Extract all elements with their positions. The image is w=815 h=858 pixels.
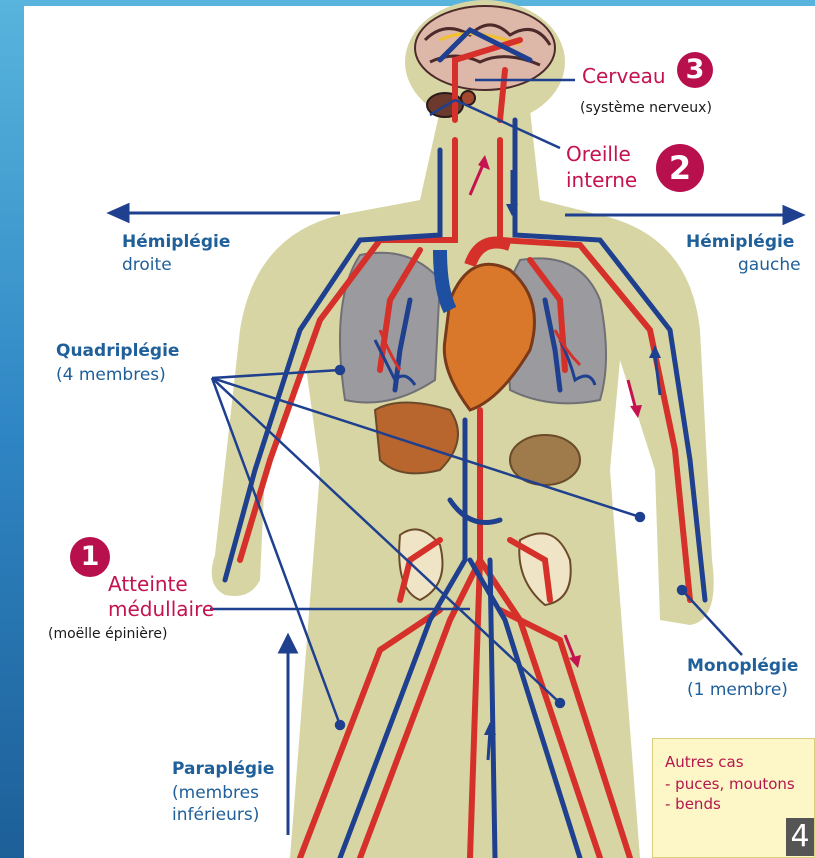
label-hemiplegia-left: Hémiplégie: [686, 233, 794, 252]
other-cases-item-2: - bends: [665, 795, 721, 813]
badge-four: 4: [786, 818, 814, 856]
label-oreille: Oreille: [566, 143, 631, 165]
label-spinal-cord: (moëlle épinière): [48, 627, 167, 643]
other-cases-title: Autres cas: [665, 753, 744, 771]
label-monoplegia-sub: (1 membre): [687, 681, 788, 700]
label-interne: interne: [566, 169, 637, 191]
label-quadriplegia: Quadriplégie: [56, 342, 179, 361]
other-cases-item-1: - puces, moutons: [665, 775, 795, 793]
label-paraplegia-sub2: inférieurs): [172, 806, 259, 825]
label-atteinte: Atteinte: [108, 573, 188, 595]
badge-three: 3: [677, 52, 713, 88]
badge-two: 2: [656, 144, 704, 192]
label-medullaire: médullaire: [108, 598, 214, 620]
label-cerveau: Cerveau: [582, 65, 666, 87]
label-hemiplegia-right-side: droite: [122, 256, 172, 275]
hemiplegia-right-arrow: [110, 205, 340, 221]
label-paraplegia-sub1: (membres: [172, 784, 259, 803]
label-cerveau-sub: (système nerveux): [580, 101, 712, 117]
badge-one: 1: [70, 537, 110, 577]
label-hemiplegia-right: Hémiplégie: [122, 233, 230, 252]
label-monoplegia: Monoplégie: [687, 657, 798, 676]
paraplegia-arrow: [280, 636, 296, 835]
label-paraplegia: Paraplégie: [172, 760, 274, 779]
label-quadriplegia-sub: (4 membres): [56, 366, 166, 385]
label-hemiplegia-left-side: gauche: [738, 256, 801, 275]
